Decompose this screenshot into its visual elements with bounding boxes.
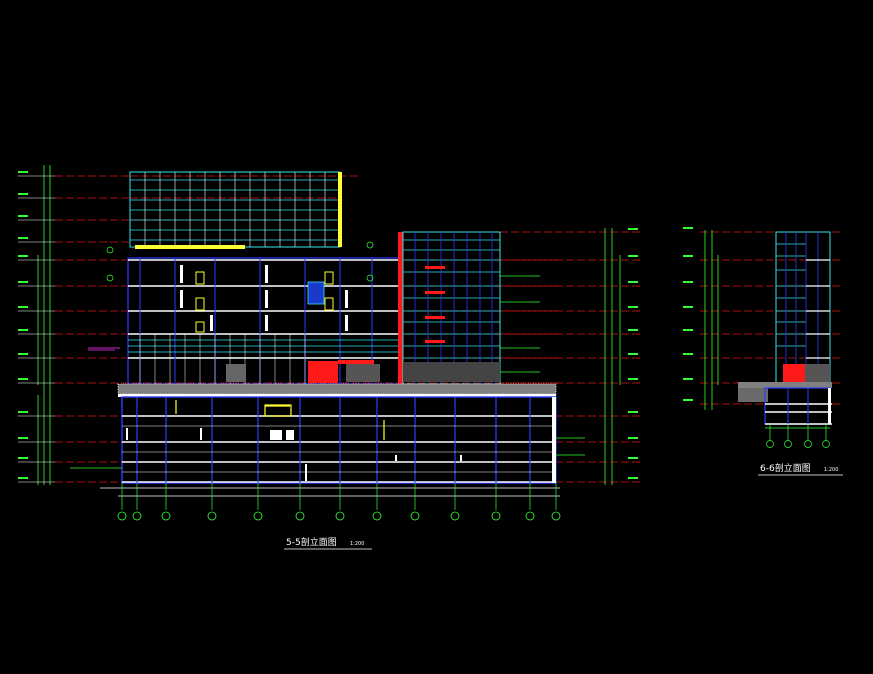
ground-and-dimension-lines xyxy=(100,487,560,497)
red-structural-column xyxy=(398,232,403,384)
section-6-6-drawing: 6-6剖立面图 1:200 xyxy=(683,227,843,476)
middle-section-floors xyxy=(127,257,401,385)
section-6-elevation-markers xyxy=(704,230,719,410)
section-6-podium xyxy=(738,382,832,425)
magenta-note xyxy=(88,347,120,351)
section-5-scale: 1:200 xyxy=(350,541,364,547)
annotation-leaders xyxy=(70,241,585,469)
left-elevation-markers xyxy=(37,165,51,485)
stair-block xyxy=(307,281,325,305)
section-6-scale: 1:200 xyxy=(824,467,838,473)
upper-tower-curtain-wall xyxy=(129,171,342,249)
section-6-elevation-labels xyxy=(683,227,693,401)
section-6-tower xyxy=(775,231,831,385)
right-elevation-markers xyxy=(604,228,621,485)
podium-floors xyxy=(121,396,557,484)
left-elevation-ticks xyxy=(18,175,55,483)
axis-bubbles xyxy=(117,511,561,521)
axis-ticks xyxy=(121,483,557,510)
podium-roof xyxy=(117,383,557,397)
section-6-title: 6-6剖立面图 xyxy=(760,462,811,474)
right-elevation-labels xyxy=(628,228,638,479)
section-6-axes xyxy=(765,424,830,448)
section-5-5-drawing: 5-5剖立面图 1:200 xyxy=(18,165,640,550)
section-5-title: 5-5剖立面图 xyxy=(286,536,337,548)
left-elevation-labels xyxy=(18,171,28,479)
right-tower-curtain-wall xyxy=(402,231,501,385)
